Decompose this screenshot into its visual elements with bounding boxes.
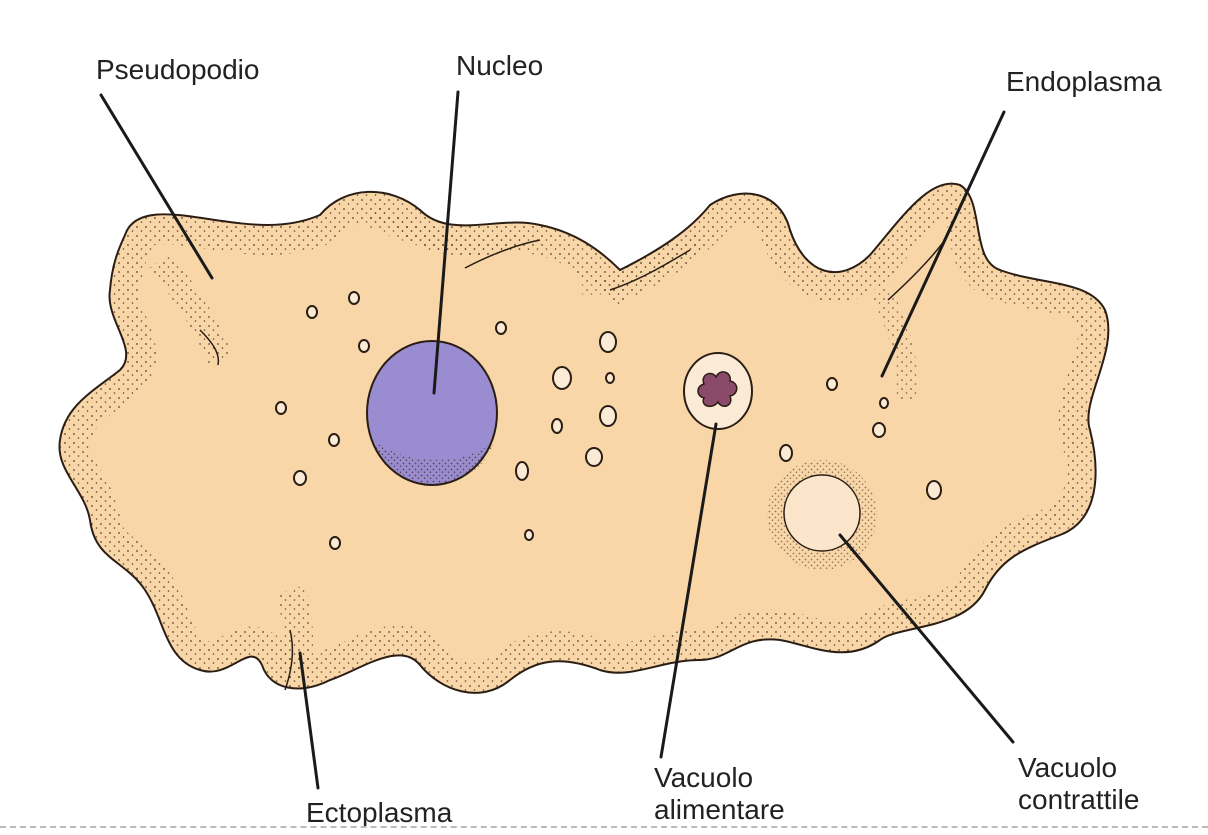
leader-pseudopodio xyxy=(99,93,214,280)
label-nucleo: Nucleo xyxy=(456,50,544,81)
label-vacuolo-alimentare: Vacuolo alimentare xyxy=(654,762,785,825)
leader-vacuolo-contrattile xyxy=(838,533,1015,744)
food-vacuole xyxy=(683,352,753,430)
amoeba-cell xyxy=(58,182,1110,694)
label-pseudopodio: Pseudopodio xyxy=(96,54,260,85)
label-endoplasma: Endoplasma xyxy=(1006,66,1162,97)
cytoplasm-granules xyxy=(275,291,942,550)
label-ectoplasma: Ectoplasma xyxy=(306,797,453,828)
leader-lines xyxy=(99,90,1015,790)
label-vacuolo-contrattile: Vacuolo contrattile xyxy=(1018,752,1140,815)
cell-outline xyxy=(58,182,1110,694)
leader-endoplasma xyxy=(880,110,1006,378)
leader-ectoplasma xyxy=(298,651,320,790)
bottom-dashed-border xyxy=(0,826,1208,828)
food-particle xyxy=(697,371,738,408)
nucleus xyxy=(366,340,498,486)
cytoplasm-shape xyxy=(59,183,1109,693)
leader-vacuolo-alimentare xyxy=(659,422,718,759)
contractile-vacuole xyxy=(767,460,877,570)
leader-nucleo xyxy=(432,90,460,395)
